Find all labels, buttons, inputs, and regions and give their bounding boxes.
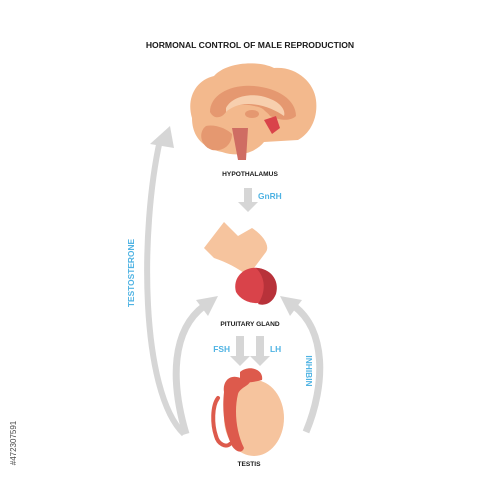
testosterone-feedback-arrow bbox=[144, 139, 187, 437]
epididymis bbox=[223, 376, 250, 452]
testis-label: TESTIS bbox=[237, 461, 261, 468]
fsh-label: FSH bbox=[213, 344, 230, 354]
gnrh-label: GnRH bbox=[258, 191, 282, 201]
testosterone-label: TESTOSTERONE bbox=[126, 238, 136, 307]
cerebellum bbox=[201, 125, 232, 151]
brain-illustration bbox=[190, 63, 317, 160]
gnrh-arrow bbox=[238, 188, 258, 212]
brainstem bbox=[232, 128, 248, 160]
testis-illustration bbox=[211, 368, 284, 456]
hypothalamus-region bbox=[264, 116, 280, 134]
hypothalamus-label: HYPOTHALAMUS bbox=[222, 171, 278, 178]
inhibin-feedback-arrow bbox=[291, 303, 324, 434]
epididymis-head bbox=[240, 368, 263, 383]
vas-deferens bbox=[211, 396, 232, 448]
side-caption: #472307591 bbox=[9, 420, 18, 465]
thalamus-core bbox=[245, 110, 259, 118]
diagram-title: HORMONAL CONTROL OF MALE REPRODUCTION bbox=[146, 40, 354, 50]
testosterone-pituitary-arrowhead bbox=[196, 296, 218, 316]
pituitary-illustration bbox=[204, 222, 277, 305]
pituitary-label: PITUITARY GLAND bbox=[220, 321, 279, 328]
corpus-callosum bbox=[226, 95, 285, 116]
pituitary-posterior-lobe bbox=[256, 268, 277, 305]
testosterone-arrowhead bbox=[150, 126, 174, 148]
inhibin-arrowhead bbox=[280, 296, 302, 316]
testosterone-pituitary-arrow bbox=[172, 303, 207, 435]
lh-label: LH bbox=[270, 344, 281, 354]
lh-arrow bbox=[250, 336, 270, 366]
fsh-arrow bbox=[230, 336, 250, 366]
inhibin-label: INHIBIN bbox=[304, 355, 314, 386]
pituitary-stalk bbox=[204, 222, 268, 276]
